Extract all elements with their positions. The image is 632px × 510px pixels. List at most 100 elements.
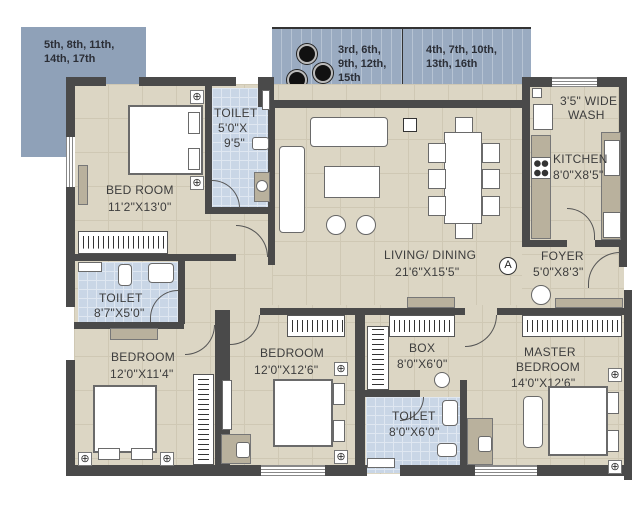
window	[552, 77, 597, 87]
wash-basin	[148, 263, 174, 283]
shaft	[262, 90, 270, 110]
dining-chair	[455, 223, 473, 239]
sofa-side	[279, 146, 305, 233]
wardrobe	[522, 315, 622, 337]
wall	[66, 187, 75, 307]
window	[260, 465, 325, 476]
pillow	[131, 448, 153, 460]
dining-chair	[428, 196, 446, 216]
wall	[597, 77, 627, 87]
wall	[595, 240, 625, 247]
wall	[260, 308, 360, 315]
shaft	[532, 88, 542, 98]
kitchen-sink	[604, 140, 620, 176]
box-size: 8'0"X6'0"	[397, 357, 448, 371]
lamp-icon: ⊕	[608, 368, 622, 382]
kitchen-size: 8'0"X8'5"	[553, 168, 604, 182]
toilet-top-name: TOILET	[214, 106, 258, 120]
balcony-top-right-label-2: 13th, 16th	[426, 58, 478, 70]
foyer-stool	[531, 285, 551, 305]
dining-chair	[455, 117, 473, 133]
dining-table	[444, 132, 482, 224]
stool	[326, 215, 346, 235]
wall	[205, 86, 212, 214]
wall	[178, 254, 185, 324]
shoe-rack	[555, 298, 623, 308]
wall	[624, 290, 632, 480]
ottoman	[523, 396, 543, 448]
bedroom-left-name: BEDROOM	[111, 350, 176, 364]
wash-label-1: 3'5" WIDE	[560, 94, 618, 108]
wall	[522, 77, 530, 245]
toilet-left-name: TOILET	[99, 291, 143, 305]
dining-chair	[428, 169, 446, 189]
wall	[66, 360, 75, 475]
toilet-mid-size: 8'0"X6'0"	[389, 425, 440, 439]
wardrobe	[193, 374, 214, 465]
dining-chair	[482, 143, 500, 163]
bedroom-mid-name: BEDROOM	[260, 346, 325, 360]
living-size: 21'6"X15'5"	[395, 265, 460, 279]
fridge	[603, 212, 621, 238]
wash-label-2: WASH	[568, 108, 605, 122]
washing-machine	[533, 104, 553, 130]
wc-toilet	[256, 180, 268, 192]
shaft	[367, 458, 395, 468]
balcony-left-label-2: 14th, 17th	[44, 53, 96, 65]
box-name: BOX	[409, 341, 436, 355]
foyer-size: 5'0"X8'3"	[533, 265, 584, 279]
bedroom-top-size: 11'2"X13'0"	[108, 200, 172, 214]
wall	[66, 465, 201, 476]
wall	[537, 465, 627, 476]
coffee-table	[324, 166, 380, 198]
wall	[201, 465, 261, 476]
bed	[93, 385, 157, 453]
sofa-three-seat	[310, 117, 388, 147]
stove-hob	[531, 157, 551, 179]
wash-basin	[252, 137, 269, 150]
master-name-2: BEDROOM	[516, 360, 581, 374]
lamp-icon: ⊕	[190, 176, 204, 190]
box-stool	[434, 372, 450, 388]
pillow	[607, 430, 619, 452]
wardrobe	[287, 315, 345, 337]
desk-chair	[236, 442, 250, 458]
dresser	[110, 328, 158, 340]
wall	[139, 77, 236, 86]
wall	[74, 322, 184, 329]
wall	[272, 100, 522, 108]
wall	[497, 308, 627, 315]
wall	[212, 207, 270, 214]
bed	[548, 386, 608, 456]
planter-box	[403, 118, 417, 132]
wall	[355, 308, 365, 473]
bedroom-mid-size: 12'0"X12'6"	[254, 363, 319, 377]
balcony-left-label-1: 5th, 8th, 11th,	[44, 39, 115, 51]
window	[66, 137, 75, 187]
lamp-icon: ⊕	[78, 452, 92, 466]
pillow	[188, 112, 200, 134]
pillow	[98, 448, 120, 460]
kitchen-counter-left	[531, 135, 551, 239]
dining-chair	[482, 196, 500, 216]
window	[475, 465, 537, 476]
bedroom-left-size: 12'0"X11'4"	[110, 367, 174, 381]
balcony-top-right-label-1: 4th, 7th, 10th,	[426, 44, 497, 56]
master-name-1: MASTER	[524, 345, 576, 359]
wall	[365, 308, 465, 315]
plant-pot-icon	[297, 44, 317, 64]
balcony-top-left-label-2: 9th, 12th,	[338, 58, 387, 70]
lamp-icon: ⊕	[334, 362, 348, 376]
foyer-name: FOYER	[541, 249, 584, 263]
pillow	[333, 383, 345, 405]
wall	[619, 77, 627, 267]
dining-chair	[482, 169, 500, 189]
pillow	[188, 148, 200, 170]
toilet-top-size-1: 5'0"X	[218, 121, 248, 135]
wc-toilet	[437, 443, 457, 457]
wall	[400, 465, 475, 476]
balcony-top-left-label-1: 3rd, 6th,	[338, 44, 381, 56]
toilet-left-size: 8'7"X5'0"	[94, 306, 145, 320]
wall	[268, 105, 275, 265]
wash-basin	[442, 400, 458, 426]
